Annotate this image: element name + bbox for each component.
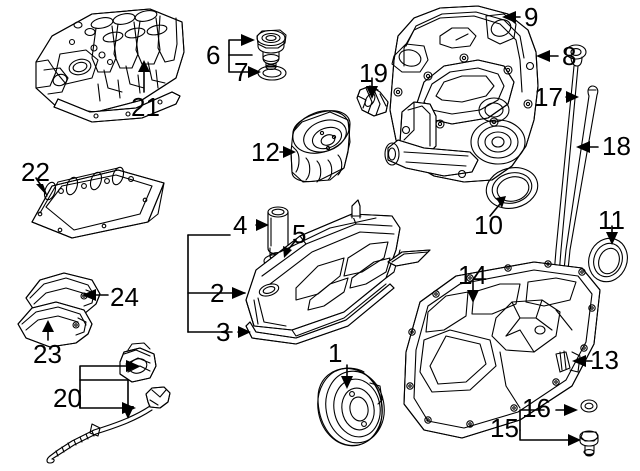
part-oil-filter <box>290 110 351 183</box>
part-oil-drain-plug <box>579 430 599 457</box>
callout-8: 8 <box>562 41 577 71</box>
callout-2: 2 <box>210 278 225 308</box>
part-dipstick-tube <box>560 85 599 301</box>
callout-24: 24 <box>110 282 139 312</box>
part-valve-cover-gasket <box>245 283 395 345</box>
callout-9: 9 <box>524 2 539 32</box>
callout-4: 4 <box>233 210 248 240</box>
callout-3: 3 <box>216 317 231 347</box>
callout-11: 11 <box>598 205 625 235</box>
callout-10: 10 <box>474 210 503 240</box>
callout-7: 7 <box>234 57 249 87</box>
part-crankshaft-pulley <box>317 367 385 447</box>
callout-17: 17 <box>534 82 563 112</box>
callout-22: 22 <box>21 157 50 187</box>
callout-14: 14 <box>458 260 487 290</box>
callout-19: 19 <box>359 58 388 88</box>
part-drain-plug-washer <box>580 399 598 413</box>
part-oil-filler-cap-gasket <box>257 65 287 81</box>
callout-21: 21 <box>131 92 160 122</box>
callout-15: 15 <box>490 413 519 443</box>
part-valve-cover <box>245 199 401 337</box>
callout-6: 6 <box>206 40 221 70</box>
part-intake-manifold <box>35 8 185 123</box>
callout-23: 23 <box>33 339 62 369</box>
callout-20: 20 <box>53 383 82 413</box>
part-baffle-plate-lower <box>17 301 93 348</box>
callout-18: 18 <box>602 131 631 161</box>
part-timing-cover <box>384 5 539 183</box>
part-oil-pan <box>403 260 601 439</box>
part-rear-main-seal <box>588 237 628 283</box>
callout-1: 1 <box>328 338 343 368</box>
callout-12: 12 <box>251 137 280 167</box>
callout-16: 16 <box>522 393 551 423</box>
callout-13: 13 <box>590 345 619 375</box>
part-oil-pan-gasket <box>387 249 431 267</box>
callout-5: 5 <box>292 219 307 249</box>
part-oil-filler-cap <box>256 29 287 70</box>
callout-leader-lines <box>35 11 618 446</box>
part-front-crankshaft-seal <box>485 167 539 209</box>
part-intake-manifold-gasket <box>31 166 165 239</box>
part-oil-level-sensor-harness <box>46 342 171 464</box>
